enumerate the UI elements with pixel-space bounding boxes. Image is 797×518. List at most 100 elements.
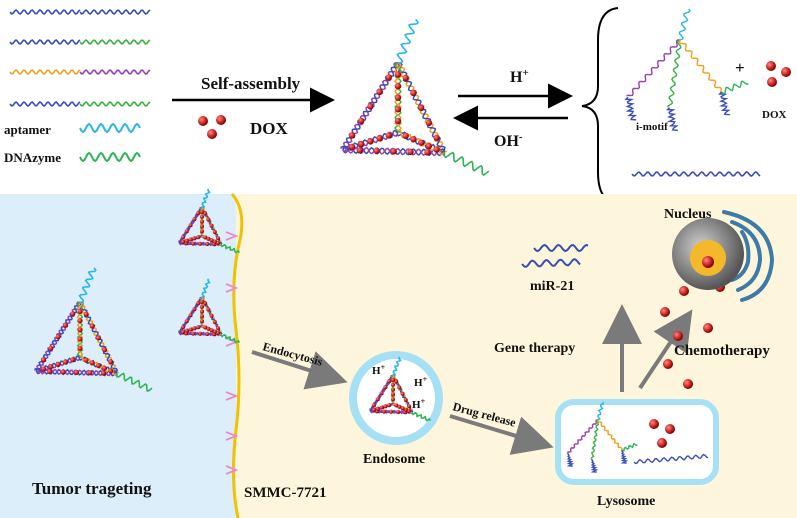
- dox-molecule: [102, 347, 108, 353]
- dox-legend-dots: [198, 115, 226, 139]
- dox-molecule: [77, 336, 83, 342]
- dnazyme-strand: [621, 442, 638, 452]
- dox-molecule: [200, 214, 204, 219]
- dox-molecule: [418, 104, 425, 112]
- dox-molecule: [70, 311, 76, 317]
- endosome-label: Endosome: [363, 452, 425, 467]
- top-panel: aptamer DNAzyme Self-assembly DOX H+ OH-…: [4, 7, 791, 205]
- dox-molecule: [433, 146, 440, 153]
- cell-line-label: SMMC-7721: [244, 485, 327, 501]
- dox-molecule: [95, 335, 101, 341]
- dnazyme-strand: [411, 411, 432, 422]
- dox-molecule: [209, 223, 214, 228]
- dox-molecule: [407, 404, 411, 409]
- dox-molecule: [196, 301, 201, 306]
- opened-tetrahedron-i-motif: [624, 8, 749, 131]
- dox-molecule: [203, 301, 208, 306]
- tumor-targeting-label: Tumor trageting: [32, 479, 152, 498]
- dox-molecule: [372, 403, 376, 408]
- dox-molecule: [192, 217, 197, 222]
- dox-molecule: [200, 300, 204, 304]
- lysosome-dox-dots: [649, 419, 675, 448]
- opened-tetrahedron-lysosome: [566, 402, 638, 473]
- dox-molecule: [390, 148, 397, 155]
- dox-molecule: [403, 398, 408, 402]
- dox-molecule: [379, 405, 384, 410]
- dox-molecule: [348, 143, 356, 151]
- dox-molecule: [184, 319, 189, 324]
- dox-molecule: [391, 378, 395, 382]
- gene-therapy-label: Gene therapy: [494, 341, 575, 356]
- dox-molecule: [192, 326, 197, 331]
- dox-molecule: [77, 345, 83, 351]
- dox-molecule: [383, 404, 388, 409]
- dna-tetrahedron-small-1: [178, 188, 241, 254]
- dox-molecule: [83, 357, 89, 363]
- dox-molecule: [433, 134, 440, 142]
- endosome-h-plus-3: H+: [412, 397, 426, 411]
- dox-molecule: [41, 357, 47, 363]
- dox-molecule: [389, 409, 394, 414]
- i-motif-coil: [566, 453, 575, 467]
- dox-molecule: [102, 365, 108, 371]
- drug-release-arrow: [449, 414, 554, 455]
- aptamer-strand: [678, 8, 691, 41]
- i-motif-coil: [717, 91, 731, 116]
- dox-molecule: [200, 319, 204, 324]
- aptamer-strand: [392, 356, 402, 376]
- dox-molecule: [181, 240, 185, 244]
- dox-molecule: [391, 382, 395, 387]
- released-strand-lysosome: [633, 453, 709, 465]
- opened-strand: [626, 39, 681, 97]
- dox-molecule: [196, 235, 201, 240]
- dox-molecule: [200, 210, 204, 214]
- mir-21-strand: [521, 258, 581, 268]
- mir-21-strands: [521, 243, 589, 268]
- aptamer-strand: [597, 402, 605, 421]
- opened-strand: [590, 419, 600, 460]
- dox-molecule: [83, 311, 89, 317]
- receptor: [225, 391, 239, 401]
- dox-molecule: [206, 217, 211, 222]
- dox-molecule: [385, 74, 393, 81]
- dox-small-label: DOX: [762, 109, 787, 121]
- dox-molecule: [358, 117, 365, 125]
- dox-molecule: [203, 211, 208, 216]
- dox-molecule: [376, 88, 383, 96]
- opened-strand: [597, 420, 623, 451]
- dox-molecule: [77, 327, 83, 333]
- dox-molecule: [394, 94, 402, 101]
- receptor: [225, 283, 239, 293]
- dox-molecule: [200, 304, 204, 309]
- dox-molecule: [89, 323, 95, 329]
- legend-aptamer-label: aptamer: [4, 122, 51, 137]
- legend-strand-segment: [9, 68, 81, 76]
- dox-molecule: [188, 223, 193, 228]
- dnazyme-strand: [116, 372, 153, 393]
- mir-21-strand: [533, 243, 589, 253]
- dox-molecule: [212, 239, 217, 244]
- dox-molecule: [394, 379, 399, 384]
- dox-molecule: [407, 409, 411, 413]
- opened-strand: [667, 39, 682, 108]
- dox-molecule: [87, 370, 93, 376]
- legend-strand-segment: [9, 8, 81, 16]
- legend-strand-segment: [9, 100, 81, 108]
- dox-molecule: [402, 132, 409, 140]
- dox-molecule: [181, 325, 185, 330]
- dox-molecule: [400, 406, 405, 411]
- dna-tetrahedron-endosome: [369, 356, 432, 422]
- dox-molecule: [48, 364, 54, 370]
- dox-molecule: [203, 325, 208, 330]
- dox-molecule: [391, 392, 395, 397]
- dox-molecule: [385, 132, 393, 139]
- receptor: [225, 231, 239, 241]
- dox-molecule: [89, 360, 95, 366]
- dox-molecule: [198, 331, 203, 336]
- dox-molecule: [397, 404, 402, 409]
- dox-molecule: [410, 89, 417, 97]
- dox-molecule: [391, 387, 395, 392]
- dox-molecule: [382, 409, 387, 414]
- h-plus-label: H+: [510, 67, 529, 86]
